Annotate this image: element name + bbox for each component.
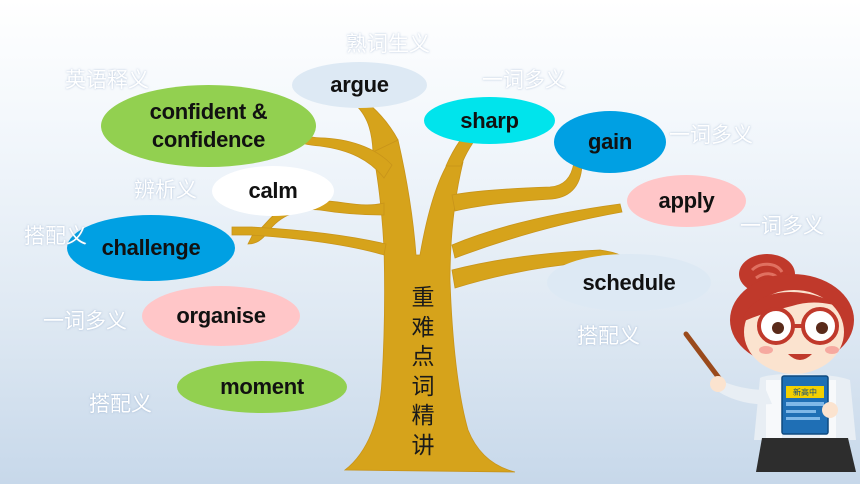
word-confident: confident & confidence xyxy=(149,99,268,152)
branch-challenge xyxy=(231,226,387,256)
textbook-icon: 新高中 xyxy=(781,375,829,435)
note-calm: 辨析义 xyxy=(134,178,197,202)
word-moment: moment xyxy=(220,374,304,399)
word-bubble-argue: argue xyxy=(292,62,427,108)
word-bubble-calm: calm xyxy=(212,166,334,216)
trunk-title: 重难点词精讲 xyxy=(411,285,435,459)
branch-gain xyxy=(451,161,583,212)
word-bubble-sharp: sharp xyxy=(424,97,555,144)
book-label: 新高中 xyxy=(793,387,817,397)
note-organise: 一词多义 xyxy=(43,309,127,333)
note-schedule: 搭配义 xyxy=(577,324,640,348)
word-bubble-schedule: schedule xyxy=(547,254,711,311)
word-bubble-gain: gain xyxy=(554,111,666,173)
word-organise: organise xyxy=(176,303,266,328)
note-argue: 熟词生义 xyxy=(346,32,430,56)
note-sharp: 一词多义 xyxy=(482,68,566,92)
word-bubble-confident: confident & confidence xyxy=(101,85,316,167)
note-moment: 搭配义 xyxy=(89,392,152,416)
branch-apply xyxy=(451,203,623,259)
word-schedule: schedule xyxy=(582,269,676,295)
word-bubble-organise: organise xyxy=(142,286,300,346)
note-gain: 一词多义 xyxy=(669,123,753,147)
word-apply: apply xyxy=(658,188,715,213)
word-sharp: sharp xyxy=(460,107,519,133)
word-bubble-moment: moment xyxy=(177,361,347,413)
word-argue: argue xyxy=(330,72,389,97)
tree-trunk xyxy=(343,139,516,473)
note-confident: 英语释义 xyxy=(65,68,149,92)
word-challenge: challenge xyxy=(101,235,201,260)
word-gain: gain xyxy=(587,129,633,154)
note-challenge: 搭配义 xyxy=(24,224,87,248)
teacher-illustration: 新高中 xyxy=(683,254,856,472)
word-calm: calm xyxy=(248,178,298,203)
word-bubble-apply: apply xyxy=(627,175,746,227)
note-apply: 一词多义 xyxy=(740,214,824,238)
word-bubble-challenge: challenge xyxy=(67,215,235,281)
